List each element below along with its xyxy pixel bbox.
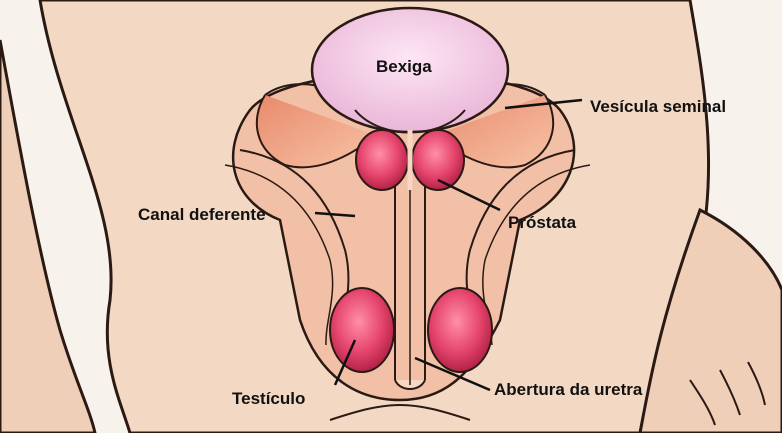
- label-testiculo: Testículo: [232, 390, 305, 407]
- label-bexiga: Bexiga: [376, 58, 432, 75]
- label-vesicula-seminal: Vesícula seminal: [590, 98, 726, 115]
- label-canal-deferente: Canal deferente: [138, 206, 266, 223]
- label-abertura-uretra: Abertura da uretra: [494, 381, 642, 398]
- label-prostata: Próstata: [508, 214, 576, 231]
- prostate-shape: [356, 130, 464, 190]
